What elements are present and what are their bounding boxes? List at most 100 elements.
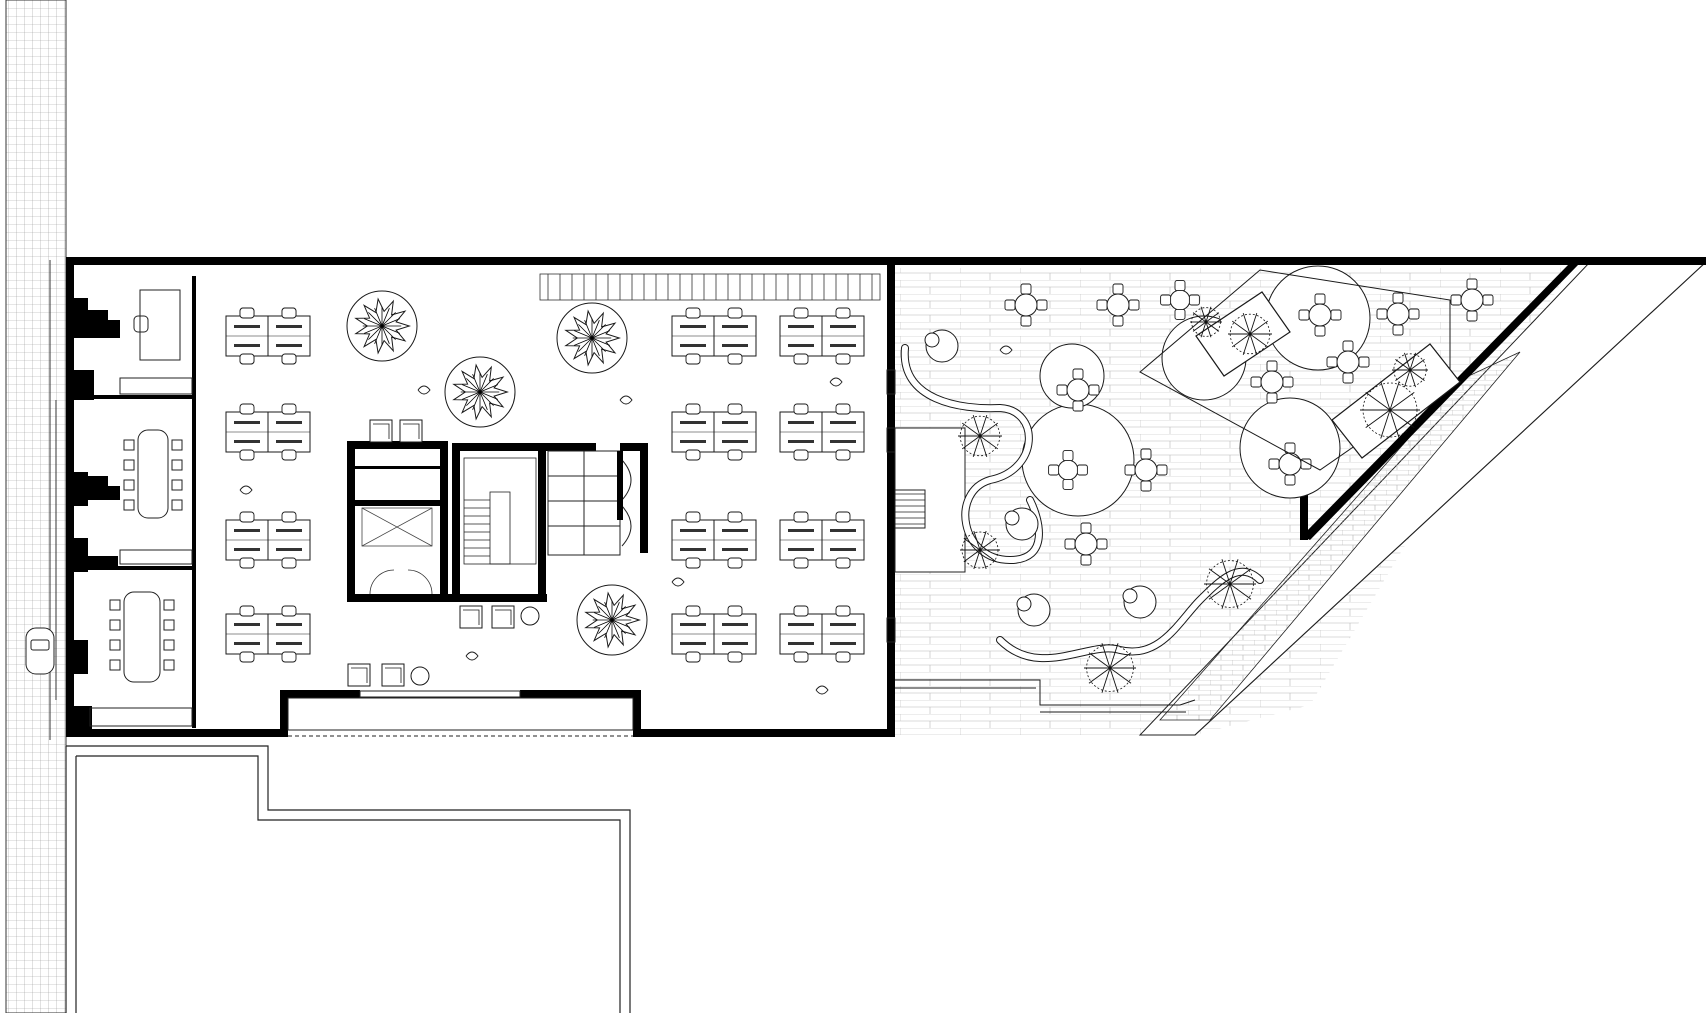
chair-icon [1268,458,1280,470]
chair-icon [727,353,743,365]
chair-icon [281,353,297,365]
monitor [830,440,856,443]
chair-icon [685,605,701,617]
monitor [830,344,856,347]
chair-icon [491,605,515,629]
monitor [830,623,856,626]
workstation-cluster [225,605,311,663]
chair-icon [1064,538,1076,550]
stair-icon [463,457,537,565]
table-icon [1160,280,1200,320]
chair-icon [685,557,701,569]
monitor [276,421,302,424]
chair-icon [281,511,297,523]
workstation-cluster [779,307,865,365]
tree-icon [556,302,628,374]
workstation-cluster [671,511,757,569]
chair-icon [727,449,743,461]
monitor [722,325,748,328]
chair-icon [1140,480,1152,492]
monitor [722,440,748,443]
monitor [276,325,302,328]
monitor [680,325,706,328]
monitor [830,421,856,424]
plant-icon [829,377,843,387]
table-icon [1298,293,1342,337]
chair-icon [239,353,255,365]
chair-icon [1358,356,1370,368]
monitor [276,440,302,443]
plant-icon [815,685,829,695]
walkway-edge [1194,261,1706,736]
chair-icon [1408,308,1420,320]
stool [1122,588,1138,604]
window-strip-top [539,273,881,301]
chair-icon [1080,522,1092,534]
table-icon [1250,360,1294,404]
lift-icon [361,507,433,547]
monitor [276,623,302,626]
workstation-cluster [779,511,865,569]
monitor [788,440,814,443]
monitor [788,325,814,328]
chair-icon [459,605,483,629]
chair-icon [1112,315,1124,327]
table-icon [1326,340,1370,384]
monitor [722,421,748,424]
chair-icon [685,651,701,663]
monitor [234,325,260,328]
plant-icon [1204,559,1256,609]
building-core [347,441,648,602]
monitor [788,623,814,626]
door-swing-icon [369,569,433,595]
workstation-cluster [671,403,757,461]
monitor [234,642,260,645]
terrace-furniture-layer [895,265,1494,713]
monitor [722,548,748,551]
chair-icon [281,605,297,617]
tree-icon [444,356,516,428]
chair-icon [239,449,255,461]
chair-icon [1160,294,1172,306]
chair-icon [835,353,851,365]
chair-icon [835,605,851,617]
plant-icon [417,385,431,395]
lounge-layer [239,345,1063,695]
chair-icon [381,663,405,687]
monitor [234,421,260,424]
terrace-step-line [895,687,1186,713]
monitor [788,529,814,532]
chair-icon [1298,309,1310,321]
chair-icon [793,605,809,617]
round-pod [1021,403,1135,517]
workstation-cluster [225,511,311,569]
chair-icon [281,307,297,319]
chair-icon [239,605,255,617]
monitor [722,344,748,347]
plant-icon [619,395,633,405]
chair-icon [239,307,255,319]
table-icon [1056,368,1100,412]
chair-icon [1088,384,1100,396]
table-icon [1450,278,1494,322]
chair-icon [835,403,851,415]
workstation-cluster [779,605,865,663]
chair-icon [1342,340,1354,352]
monitor [788,421,814,424]
entrance-glazing [287,690,634,731]
monitor [788,548,814,551]
table-icon [1048,450,1088,490]
monitor [722,529,748,532]
chair-icon [727,605,743,617]
chair-icon [239,557,255,569]
chair-icon [727,557,743,569]
chair-icon [1482,294,1494,306]
sidewalk-strip [5,0,67,1013]
monitor [234,548,260,551]
plant-icon [958,414,1002,458]
chair-icon [793,449,809,461]
chair-icon [727,307,743,319]
terrace-access [886,369,966,643]
chair-icon [835,511,851,523]
